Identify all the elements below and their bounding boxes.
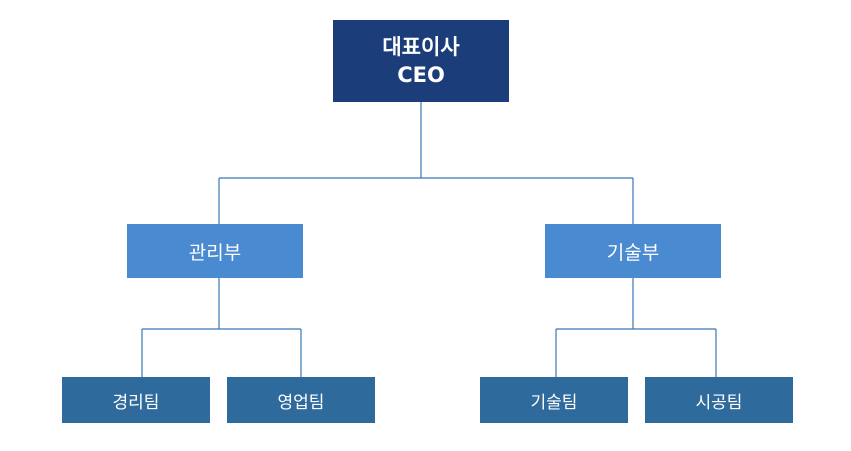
ceo-box: 대표이사 CEO	[333, 20, 509, 102]
team-label: 시공팀	[695, 392, 743, 413]
department-label: 관리부	[188, 241, 242, 264]
team-box-sales: 영업팀	[227, 377, 375, 423]
department-box-admin: 관리부	[127, 224, 303, 278]
team-label: 경리팀	[112, 392, 160, 413]
department-label: 기술부	[606, 241, 660, 264]
team-label: 영업팀	[277, 392, 325, 413]
team-label: 기술팀	[530, 392, 578, 413]
department-box-tech: 기술부	[545, 224, 721, 278]
team-box-accounting: 경리팀	[62, 377, 210, 423]
ceo-title-en: CEO	[397, 63, 445, 87]
team-box-construction: 시공팀	[645, 377, 793, 423]
team-box-tech: 기술팀	[480, 377, 628, 423]
ceo-title-ko: 대표이사	[382, 35, 460, 59]
